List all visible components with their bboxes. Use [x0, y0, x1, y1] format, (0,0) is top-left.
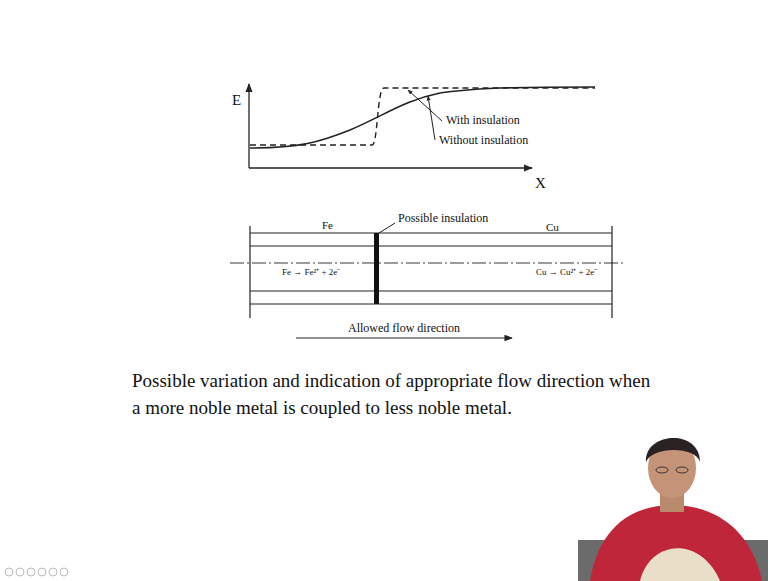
caption: Possible variation and indication of app… — [132, 367, 662, 421]
presenter — [578, 438, 768, 581]
axis-label: X — [535, 175, 546, 192]
flow-arrow — [296, 337, 512, 338]
pipe — [230, 226, 626, 318]
reaction-label: Fe → Fe²⁺ + 2e⁻ — [282, 268, 340, 278]
graph-axes — [249, 84, 532, 168]
part-label: Possible insulation — [398, 212, 488, 225]
axis-label: E — [232, 92, 241, 109]
slide-controls — [5, 568, 68, 576]
reaction-label: Cu → Cu²⁺ + 2e⁻ — [536, 268, 597, 278]
material-label: Fe — [322, 219, 333, 231]
curve-with-insulation — [250, 88, 595, 145]
insulation-bar — [374, 233, 379, 304]
curve-without-insulation — [250, 87, 595, 148]
material-label: Cu — [546, 221, 559, 233]
curve-label: With insulation — [446, 114, 520, 127]
curve-label: Without insulation — [439, 134, 528, 147]
direction-label: Allowed flow direction — [348, 322, 460, 335]
